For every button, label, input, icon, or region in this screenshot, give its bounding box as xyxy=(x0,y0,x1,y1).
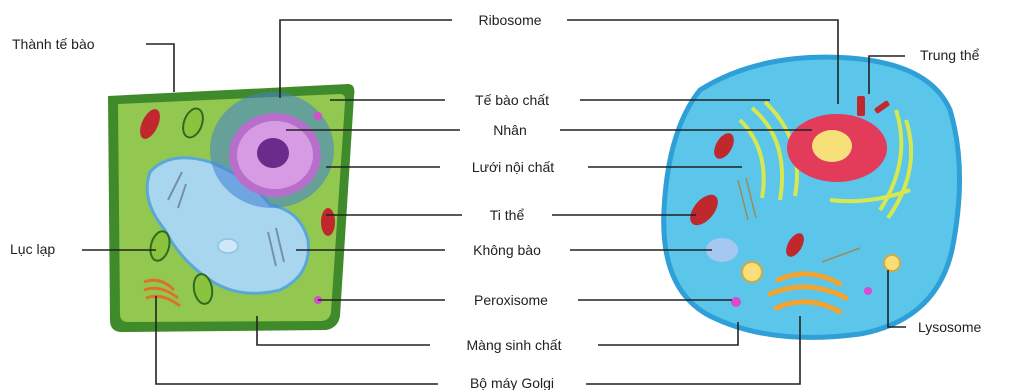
label-centrosome: Trung thể xyxy=(920,47,980,63)
animal-peroxisome xyxy=(864,287,872,295)
label-lysosome: Lysosome xyxy=(918,319,982,335)
label-peroxisome: Peroxisome xyxy=(474,292,548,308)
label-ribosome: Ribosome xyxy=(478,12,541,28)
animal-centrosome xyxy=(857,96,865,116)
label-cell-wall: Thành tế bào xyxy=(12,36,95,52)
label-vacuole: Không bào xyxy=(473,242,541,258)
plant-cell xyxy=(108,84,354,332)
animal-peroxisome xyxy=(731,297,741,307)
label-golgi: Bộ máy Golgi xyxy=(470,375,554,390)
plant-peroxisome xyxy=(314,112,322,120)
label-chloroplast: Lục lạp xyxy=(10,241,55,257)
animal-nucleus xyxy=(787,114,887,182)
label-cytoplasm: Tế bào chất xyxy=(475,92,549,108)
animal-lysosome xyxy=(742,262,762,282)
label-er: Lưới nội chất xyxy=(472,159,554,175)
plant-nucleus xyxy=(229,113,321,197)
label-mitochondria: Ti thể xyxy=(490,207,525,223)
label-nucleus: Nhân xyxy=(493,122,526,138)
label-cell-membrane: Màng sinh chất xyxy=(467,337,562,353)
animal-lysosome xyxy=(884,255,900,271)
plant-mitochondrion xyxy=(321,208,335,236)
